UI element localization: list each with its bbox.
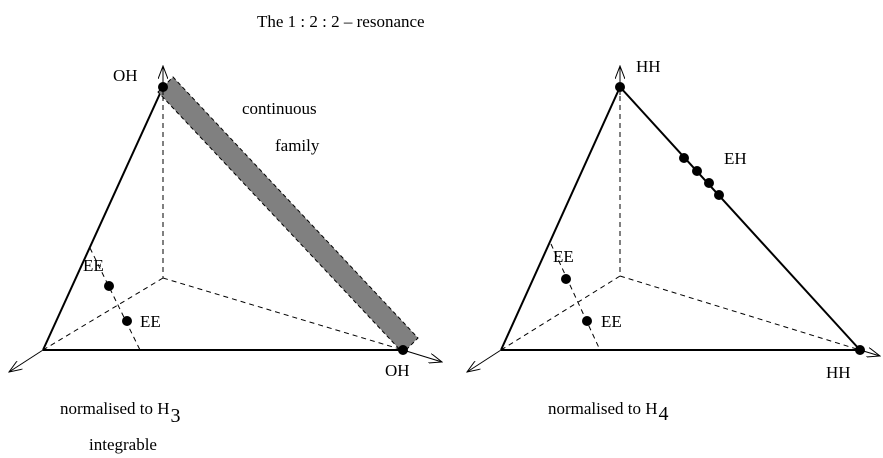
figure-title: The 1 : 2 : 2 – resonance <box>257 12 425 31</box>
left-edge-left <box>42 86 164 351</box>
right-axis-arrow-left <box>467 349 502 372</box>
right-axis-right-dashed <box>619 275 861 351</box>
left-ee-dashed-line <box>89 247 141 351</box>
right-caption-main: normalised to H <box>548 399 658 418</box>
right-vertex-right-label: HH <box>826 363 851 382</box>
right-ee-point-upper <box>561 274 571 284</box>
left-ee-upper-label: EE <box>83 256 104 275</box>
left-axis-arrow-right <box>402 349 442 362</box>
continuous-family-band <box>157 76 419 354</box>
left-axis-arrow-left <box>9 349 44 372</box>
right-caption-subscript: 4 <box>659 403 669 425</box>
left-axis-right-dashed <box>162 277 404 351</box>
left-vertex-right-label: OH <box>385 361 410 380</box>
left-ee-point-lower <box>122 316 132 326</box>
right-ee-upper-label: EE <box>553 247 574 266</box>
eh-label: EH <box>724 149 747 168</box>
eh-point-1 <box>679 153 689 163</box>
eh-point-3 <box>704 178 714 188</box>
right-ee-lower-label: EE <box>601 312 622 331</box>
right-edge-diagonal <box>619 86 861 351</box>
right-ee-dashed-line <box>550 243 601 351</box>
family-label-line2: family <box>275 136 320 155</box>
eh-point-4 <box>714 190 724 200</box>
right-vertex-top-point <box>615 82 625 92</box>
left-vertex-top-label: OH <box>113 66 138 85</box>
right-vertex-right-point <box>855 345 865 355</box>
left-ee-lower-label: EE <box>140 312 161 331</box>
left-ee-point-upper <box>104 281 114 291</box>
right-panel: HH HH EH EE EE normalised to H4 <box>467 57 880 425</box>
left-caption-subscript: 3 <box>171 405 181 427</box>
left-caption: normalised to H3 <box>60 399 181 427</box>
right-ee-point-lower <box>582 316 592 326</box>
left-caption-line2: integrable <box>89 435 157 454</box>
family-label-line1: continuous <box>242 99 317 118</box>
left-caption-main: normalised to H <box>60 399 170 418</box>
right-vertex-top-label: HH <box>636 57 661 76</box>
left-vertex-right-point <box>398 345 408 355</box>
left-panel: OH OH continuous family EE EE normalised… <box>9 66 442 454</box>
eh-point-2 <box>692 166 702 176</box>
right-edge-left <box>500 86 621 351</box>
left-vertex-top-point <box>158 82 168 92</box>
right-caption: normalised to H4 <box>548 399 669 425</box>
